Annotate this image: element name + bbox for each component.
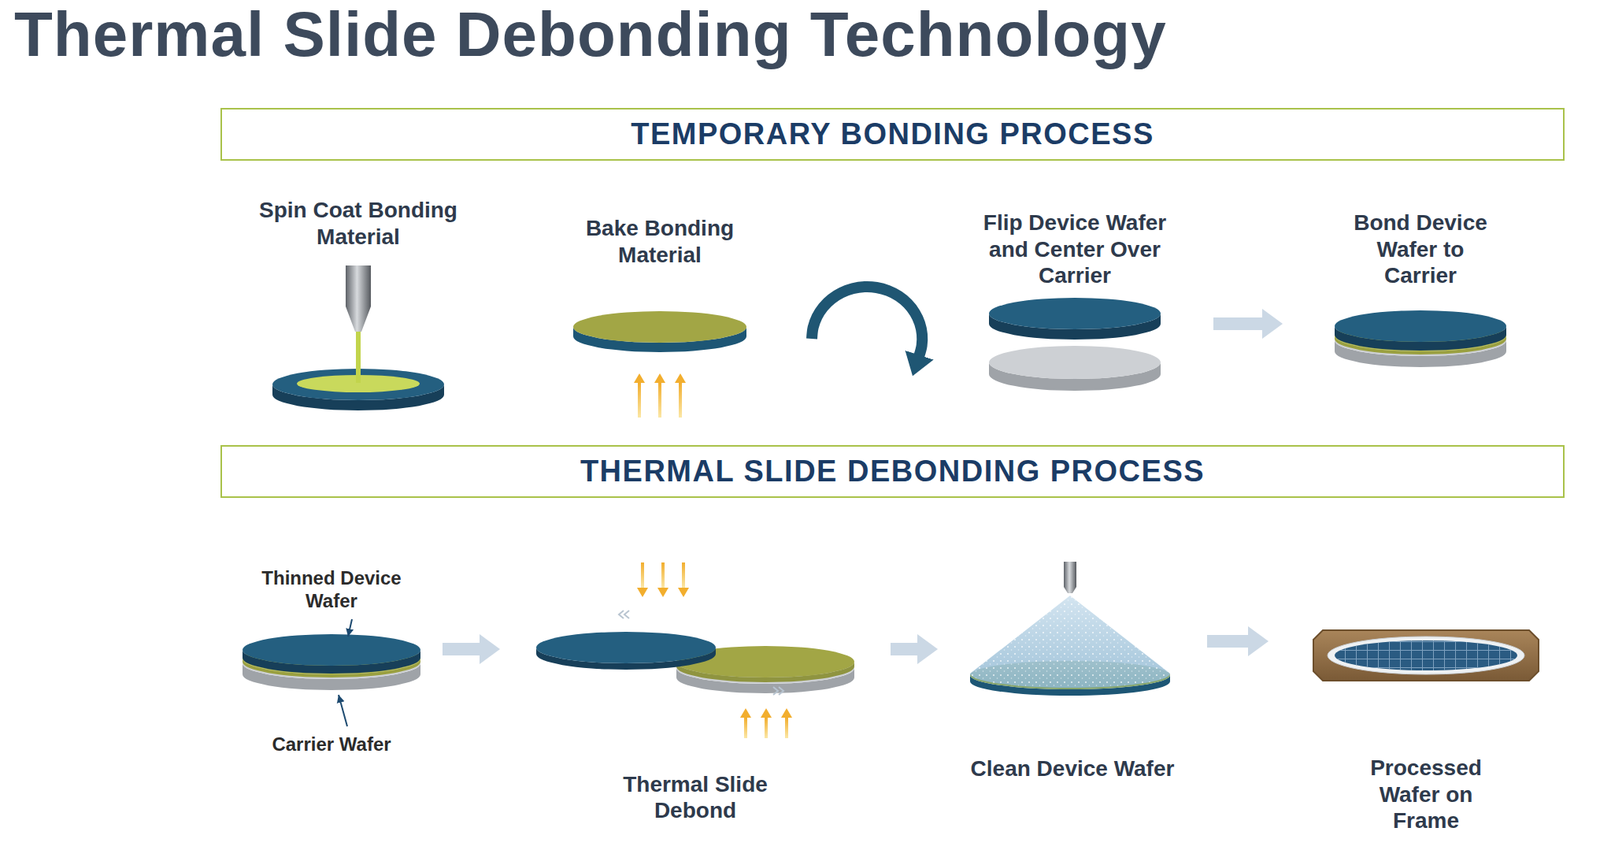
process-step: Bake Bonding Material (512, 214, 808, 426)
heat-arrow (740, 707, 752, 738)
process-step: Flip Device Wafer and Center Over Carrie… (940, 209, 1209, 387)
spray-nozzle (1063, 561, 1077, 593)
leader-arrow (348, 618, 352, 637)
heat-arrow (781, 707, 793, 738)
page-title: Thermal Slide Debonding Technology (14, 3, 1167, 67)
section-band: TEMPORARY BONDING PROCESS (220, 107, 1565, 161)
heat-arrow (677, 562, 689, 597)
wafer-top (1334, 310, 1507, 342)
callout-label: Carrier Wafer (240, 733, 423, 756)
dicing-tape (1327, 636, 1525, 675)
flip-arrow (811, 286, 923, 357)
flow-arrow (1207, 634, 1249, 648)
wafer-disc (988, 297, 1161, 340)
film-frame (1313, 629, 1539, 681)
section-heading: THERMAL SLIDE DEBONDING PROCESS (580, 455, 1205, 489)
wafer-top (988, 297, 1161, 330)
step-caption: Spin Coat Bonding Material (255, 196, 461, 250)
process-step: Processed Wafer on Frame (1273, 622, 1579, 834)
process-step: Clean Device Wafer (942, 551, 1203, 782)
processed-wafer (1334, 640, 1518, 671)
flow-arrow (890, 642, 918, 656)
heat-arrow (637, 562, 649, 597)
step-caption: Thermal Slide Debond (611, 770, 781, 824)
wafer-top (988, 345, 1161, 379)
section-band: THERMAL SLIDE DEBONDING PROCESS (220, 444, 1565, 498)
spray-droplets (970, 595, 1171, 688)
slide-chevron (624, 610, 630, 619)
material-stream (355, 329, 361, 383)
flow-arrow (442, 642, 480, 656)
dispense-needle (345, 265, 371, 332)
heat-arrow (633, 373, 645, 418)
process-step: Spin Coat Bonding Material (216, 196, 500, 426)
wafer-top (242, 633, 421, 666)
solvent-spray (970, 595, 1171, 688)
process-step: Thermal Slide Debond (504, 555, 886, 824)
callout-label: Thinned Device Wafer (240, 566, 423, 613)
wafer-disc (242, 633, 421, 674)
wafer-top (536, 631, 716, 663)
step-caption: Flip Device Wafer and Center Over Carrie… (968, 209, 1182, 289)
slide-chevron (773, 686, 778, 695)
heat-arrow (654, 373, 666, 418)
flow-arrow (1213, 317, 1263, 330)
section-heading: TEMPORARY BONDING PROCESS (630, 118, 1155, 152)
wafer-disc (536, 631, 716, 670)
heat-arrow (760, 707, 772, 738)
carrier-wafer (988, 345, 1161, 391)
process-step: Bond Device Wafer to Carrier (1287, 209, 1554, 367)
wafer-disc (573, 311, 747, 352)
step-caption: Bond Device Wafer to Carrier (1341, 209, 1500, 289)
die-grid (1334, 640, 1518, 671)
slide-chevron (618, 610, 624, 619)
step-caption: Bake Bonding Material (569, 214, 751, 268)
step-caption: Clean Device Wafer (954, 755, 1191, 782)
process-step: Thinned Device WaferCarrier Wafer (225, 566, 438, 756)
wafer-top (573, 311, 747, 343)
heat-arrow (657, 562, 669, 597)
wafer-disc (1334, 310, 1507, 351)
slide-chevron (778, 686, 784, 695)
leader-arrow (338, 694, 348, 726)
step-caption: Processed Wafer on Frame (1361, 754, 1492, 834)
heat-arrow (674, 373, 686, 418)
